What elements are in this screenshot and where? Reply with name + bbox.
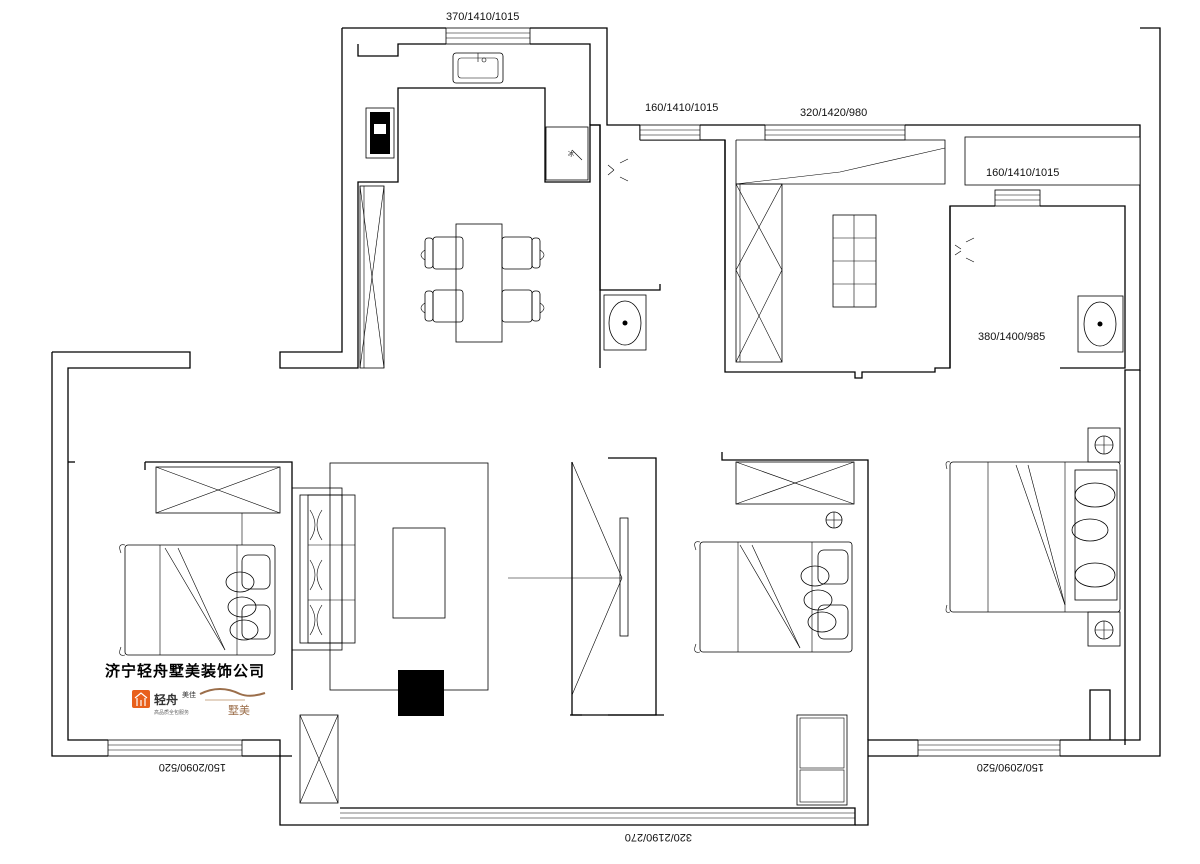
company-watermark: 济宁轻舟墅美装饰公司 轻舟 美佳 高品质全包服务 墅美 — [105, 662, 266, 717]
study-window — [764, 124, 906, 141]
interior-walls — [68, 124, 1111, 740]
wardrobe-icon — [735, 461, 855, 505]
sink-icon — [452, 52, 504, 84]
dining-table — [455, 223, 503, 343]
brand-right-text: 墅美 — [228, 704, 250, 717]
outer-walls — [51, 27, 1161, 826]
bottom-left-window-label: 150/2090/520 — [159, 761, 226, 773]
bed-icon — [945, 461, 1121, 613]
left-bedroom — [119, 466, 281, 656]
rug — [329, 462, 489, 691]
lamp-icon — [607, 158, 629, 182]
living-room — [291, 461, 848, 806]
wardrobe-icon — [735, 183, 783, 363]
stove-icon — [365, 107, 395, 159]
bottom-right-window — [917, 739, 1061, 757]
wardrobe-icon — [155, 466, 281, 514]
window-labels: 370/1410/1015 160/1410/1015 320/1420/980… — [159, 11, 1060, 843]
brand-small-text: 美佳 — [182, 690, 196, 699]
bath2-window — [994, 189, 1041, 207]
washing-machine — [796, 714, 848, 806]
coffee-table — [392, 527, 446, 619]
sofa-icon — [291, 487, 356, 651]
windows — [107, 27, 1141, 819]
bed-icon — [694, 541, 853, 653]
lamp-icon — [954, 237, 975, 263]
tall-cabinet — [359, 185, 385, 369]
lamp-icon — [825, 511, 843, 529]
door-swing-icon — [508, 461, 629, 696]
kitchen: 冰 — [359, 52, 589, 369]
study — [735, 139, 946, 363]
bathroom-2 — [954, 237, 1124, 353]
right-bedroom — [945, 427, 1121, 647]
fridge-icon: 冰 — [545, 126, 589, 181]
brand-logo: 轻舟 美佳 高品质全包服务 墅美 — [132, 688, 266, 717]
washbasin-icon — [1077, 295, 1124, 353]
company-name: 济宁轻舟墅美装饰公司 — [105, 662, 265, 680]
bath1-window — [639, 124, 701, 141]
lamp-icon — [1087, 427, 1121, 647]
bath2-window-alcove — [964, 136, 1141, 186]
bottom-right-window-label: 150/2090/520 — [977, 761, 1044, 773]
balcony-window-label: 320/2190/270 — [625, 831, 692, 843]
bath2-window-label: 160/1410/1015 — [986, 167, 1059, 179]
bathroom-1 — [603, 158, 647, 351]
washbasin-icon — [603, 294, 647, 351]
kitchen-window — [445, 27, 531, 45]
brand-logo-text: 轻舟 — [154, 692, 178, 707]
bath2-side-label: 380/1400/985 — [978, 331, 1045, 343]
shoe-cabinet — [299, 714, 339, 804]
bottom-left-window — [107, 739, 243, 757]
tv-cabinet — [398, 670, 444, 716]
bath1-window-label: 160/1410/1015 — [645, 102, 718, 114]
study-window-label: 320/1420/980 — [800, 107, 867, 119]
kitchen-window-label: 370/1410/1015 — [446, 11, 519, 23]
bed-icon — [119, 544, 276, 656]
svg-text:冰: 冰 — [568, 150, 574, 158]
chair-icon — [420, 236, 545, 323]
brand-tagline: 高品质全包服务 — [154, 709, 189, 716]
middle-bedroom — [694, 461, 855, 653]
desk — [832, 214, 877, 308]
